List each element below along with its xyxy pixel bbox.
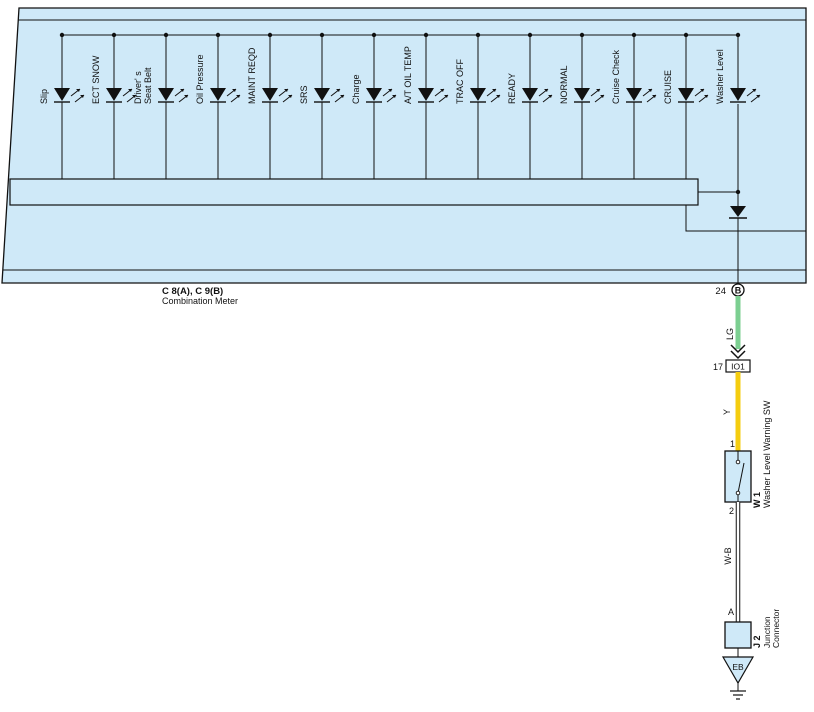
indicator-label-0: Slip [39, 89, 49, 104]
switch-code: W 1 [752, 492, 762, 508]
indicator-label-10: NORMAL [559, 65, 569, 104]
cruise-return-wire [685, 205, 806, 232]
io1-connector-label: IO1 [731, 362, 745, 372]
junction-connector-box [724, 621, 752, 649]
io1-pin-number: 17 [713, 362, 723, 372]
wire-lg-label: LG [725, 328, 735, 340]
indicator-label-6: Charge [351, 74, 361, 104]
indicator-label-4: MAINT REQD [247, 47, 257, 104]
indicator-7: A/T OIL TEMP [403, 32, 449, 179]
indicator-2: Driver' sSeat Belt [133, 32, 189, 179]
ground-label: EB [732, 662, 744, 672]
wire-wb-label: W-B [723, 547, 733, 564]
switch-contact-top [735, 459, 741, 465]
common-circuit-bar [9, 178, 699, 206]
junction-code: J 2 [752, 635, 762, 648]
indicator-label-13: Washer Level [715, 49, 725, 104]
meter-name: Combination Meter [162, 296, 238, 306]
indicator-13: Washer Level [715, 32, 761, 104]
meter-connector-label: B [735, 286, 742, 296]
indicator-3: Oil Pressure [195, 32, 241, 179]
indicator-label-7: A/T OIL TEMP [403, 46, 413, 104]
indicator-label-5: SRS [299, 85, 309, 104]
junction-pin: A [728, 607, 734, 617]
indicator-10: NORMAL [559, 32, 605, 179]
indicator-9: READY [507, 32, 553, 179]
indicator-1: ECT SNOW [91, 32, 137, 179]
combination-meter-panel [1, 7, 807, 284]
ground-triangle [721, 656, 755, 685]
indicator-0: Slip [39, 32, 85, 179]
wire-y-label: Y [722, 409, 732, 415]
indicator-12: CRUISE [663, 32, 709, 179]
indicator-label-1: ECT SNOW [91, 55, 101, 104]
indicator-lamps: Slip ECT SNOW Driver' sSeat Belt Oil Pressu… [39, 32, 761, 179]
indicator-label-11: Cruise Check [611, 49, 621, 104]
junction-name: JunctionConnector [762, 609, 781, 648]
indicator-label-2: Driver' sSeat Belt [133, 67, 153, 104]
indicator-label-12: CRUISE [663, 70, 673, 104]
switch-pin-in: 1 [730, 439, 735, 449]
inline-connector-arrow [730, 344, 746, 360]
washer-junction-dot [735, 189, 741, 195]
indicator-5: SRS [299, 32, 345, 179]
switch-name: Washer Level Warning SW [762, 400, 772, 508]
meter-pin-number: 24 [715, 286, 726, 297]
indicator-label-9: READY [507, 73, 517, 104]
indicator-6: Charge [351, 32, 397, 179]
switch-pin-out: 2 [729, 506, 734, 516]
diode-symbol [730, 206, 746, 217]
switch-contact-bottom [735, 490, 741, 496]
switch-blade [737, 462, 745, 494]
meter-code: C 8(A), C 9(B) [162, 286, 223, 297]
indicator-label-8: TRAC OFF [455, 59, 465, 104]
indicator-11: Cruise Check [611, 32, 657, 179]
indicator-8: TRAC OFF [455, 32, 501, 179]
indicator-4: MAINT REQD [247, 32, 293, 179]
indicator-label-3: Oil Pressure [195, 54, 205, 104]
